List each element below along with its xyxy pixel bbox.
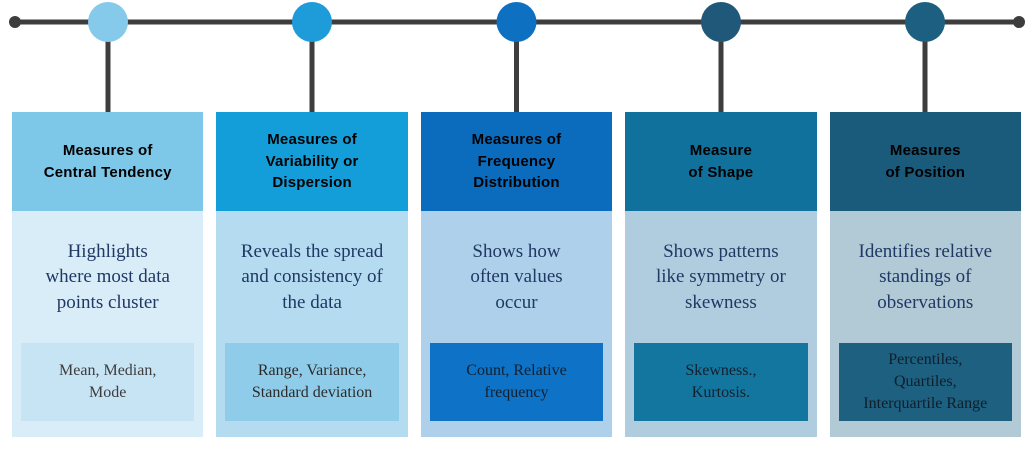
examples-box: Mean, Median, Mode: [21, 343, 195, 421]
card-body: Shows patterns like symmetry or skewness…: [625, 211, 817, 437]
card-description: Shows patterns like symmetry or skewness: [655, 241, 786, 313]
examples-box: Range, Variance, Standard deviation: [225, 343, 399, 421]
card-title: Measures of Central Tendency: [12, 112, 204, 211]
card-title: Measures of Variability or Dispersion: [216, 112, 408, 211]
examples-box: Percentiles, Quartiles, Interquartile Ra…: [838, 343, 1012, 421]
timeline-start-dot: [9, 16, 21, 28]
card-description: Identifies relative standings of observa…: [858, 241, 993, 313]
card-variability: Measures of Variability or Dispersion Re…: [216, 112, 408, 437]
examples-text: Count, Relative frequency: [466, 361, 567, 401]
card-title: Measures of Position: [829, 112, 1021, 211]
examples-box: Count, Relative frequency: [429, 343, 604, 421]
card-central-tendency: Measures of Central Tendency Highlights …: [12, 112, 204, 437]
timeline-node-circle: [701, 2, 741, 42]
card-description: Reveals the spread and consistency of th…: [240, 241, 384, 313]
card-shape: Measure of Shape Shows patterns like sym…: [625, 112, 817, 437]
examples-text: Mean, Median, Mode: [59, 361, 157, 401]
card-body: Highlights where most data points cluste…: [12, 211, 204, 437]
card-body: Reveals the spread and consistency of th…: [216, 211, 408, 437]
timeline-node-circle: [496, 2, 537, 42]
card-description: Highlights where most data points cluste…: [45, 241, 170, 313]
card-frequency-distribution: Measures of Frequency Distribution Shows…: [420, 112, 613, 437]
examples-text: Skewness., Kurtosis.: [685, 361, 757, 401]
card-description: Shows how often values occur: [470, 241, 563, 313]
examples-text: Percentiles, Quartiles, Interquartile Ra…: [863, 350, 988, 413]
card-body: Identifies relative standings of observa…: [829, 211, 1021, 437]
timeline-node-circle: [88, 2, 128, 42]
card-position: Measures of Position Identifies relative…: [829, 112, 1021, 437]
timeline: [9, 2, 1025, 114]
card-body: Shows how often values occur Count, Rela…: [420, 211, 613, 437]
card-title: Measure of Shape: [625, 112, 817, 211]
timeline-node-circle: [905, 2, 945, 42]
timeline-end-dot: [1013, 16, 1025, 28]
examples-text: Range, Variance, Standard deviation: [251, 361, 373, 401]
card-title: Measures of Frequency Distribution: [420, 112, 613, 211]
examples-box: Skewness., Kurtosis.: [634, 343, 808, 421]
timeline-node-circle: [292, 2, 332, 42]
cards-row: Measures of Central Tendency Highlights …: [12, 112, 1021, 437]
